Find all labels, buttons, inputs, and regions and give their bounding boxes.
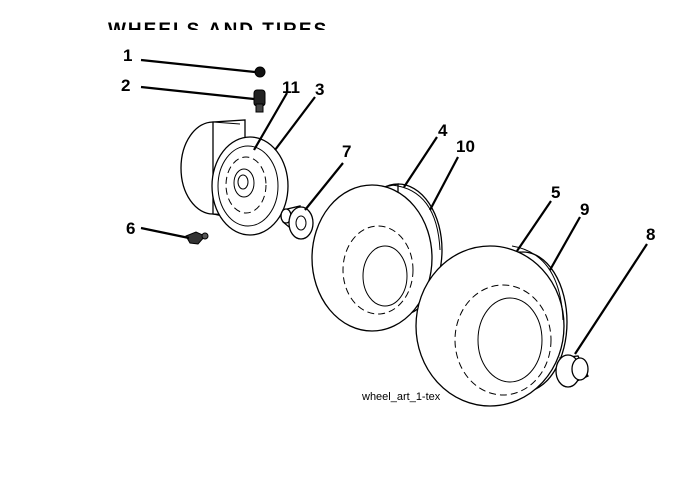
hub-cap-part (555, 354, 589, 388)
figure-caption: wheel_art_1-tex (361, 391, 441, 403)
leader-5 (516, 200, 552, 252)
leader-7 (304, 162, 344, 211)
valve-stem-part (253, 89, 266, 113)
grease-fitting-part (185, 231, 209, 245)
leader-10 (429, 156, 459, 211)
callout-9: 9 (580, 200, 589, 219)
callout-8: 8 (646, 225, 655, 244)
leader-4 (403, 136, 438, 188)
leader-6 (140, 226, 190, 240)
leader-2 (140, 85, 255, 101)
leader-1 (140, 58, 256, 74)
callout-5: 5 (551, 183, 560, 202)
tire-rear-part (415, 245, 568, 407)
callout-4: 4 (438, 121, 448, 140)
leader-8 (574, 243, 648, 355)
valve-cap-part (254, 66, 266, 78)
wheel-rim-part (180, 119, 289, 236)
callout-7: 7 (342, 142, 351, 161)
leader-11 (253, 92, 288, 151)
callout-3: 3 (315, 80, 324, 99)
diagram-title: WHEELS AND TIRES (108, 20, 328, 41)
callout-1: 1 (123, 46, 132, 65)
callout-6: 6 (126, 219, 135, 238)
leader-3 (274, 96, 316, 151)
callout-2: 2 (121, 76, 130, 95)
leader-9 (549, 216, 581, 271)
callout-10: 10 (456, 137, 475, 156)
callout-11: 11 (282, 78, 300, 97)
tire-front-part (311, 183, 443, 332)
bushing-part (280, 205, 314, 240)
